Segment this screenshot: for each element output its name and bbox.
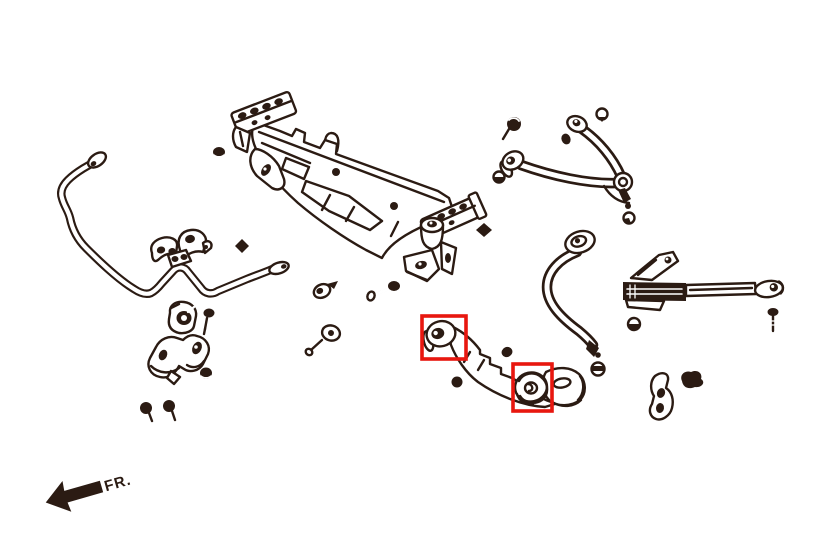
- highlight-annotations: [420, 314, 554, 413]
- sway-bar-bushing-bracket: [147, 334, 211, 386]
- bolt: [203, 308, 215, 318]
- ball-joint-stud: [618, 188, 631, 203]
- subframe-bushing-cylinder: [419, 216, 445, 251]
- bolt: [163, 400, 175, 412]
- subframe-left-mount-bracket: [230, 91, 298, 136]
- bead: [213, 147, 225, 157]
- compression-rod-bushing: [564, 229, 596, 255]
- bracket-bolt-blob: [681, 370, 704, 389]
- upper-control-arm: [499, 114, 634, 209]
- stabilizer-end-link: [304, 281, 342, 357]
- front-sway-bar: [57, 151, 290, 299]
- upper-arm-front-bushing: [566, 114, 588, 134]
- tension-rod-clamp: [623, 282, 686, 301]
- fr-label: FR.: [102, 471, 133, 495]
- diamond-nut: [476, 223, 492, 237]
- lower-control-arm: [422, 319, 586, 409]
- lower-arm-front-bushing-highlight: [420, 314, 468, 361]
- bolt: [140, 402, 152, 414]
- tension-rod-end: [753, 279, 785, 299]
- fr-direction-indicator: FR.: [45, 471, 133, 512]
- sway-bar-bushing: [167, 300, 198, 335]
- sway-bar-clamp-brackets: [150, 228, 213, 269]
- subframe-pocket-small: [280, 156, 311, 181]
- diamond-nut: [235, 239, 249, 253]
- lower-arm-front-bushing: [422, 319, 457, 352]
- lower-arm-body: [448, 325, 560, 409]
- hardware: [140, 107, 779, 423]
- sway-bar-end-right: [268, 260, 290, 276]
- small-mount-bracket: [648, 370, 704, 421]
- tension-rod-assembly: [623, 250, 785, 312]
- bead: [451, 376, 463, 388]
- lower-arm-rear-bushing-highlight: [511, 362, 554, 413]
- bead: [200, 367, 212, 379]
- bolt: [767, 308, 779, 316]
- end-link-bottom-eye: [320, 324, 342, 342]
- sway-bar-end-left: [86, 151, 108, 169]
- compression-rod-stud: [586, 340, 599, 357]
- subframe-pocket-large: [300, 179, 384, 232]
- bead: [501, 346, 513, 358]
- compression-rod: [541, 229, 601, 358]
- lower-arm-rear-bushing: [513, 371, 549, 406]
- front-subframe-crossmember: [230, 91, 488, 283]
- end-link-top-eye: [312, 282, 332, 300]
- fr-arrow-icon: [45, 480, 104, 512]
